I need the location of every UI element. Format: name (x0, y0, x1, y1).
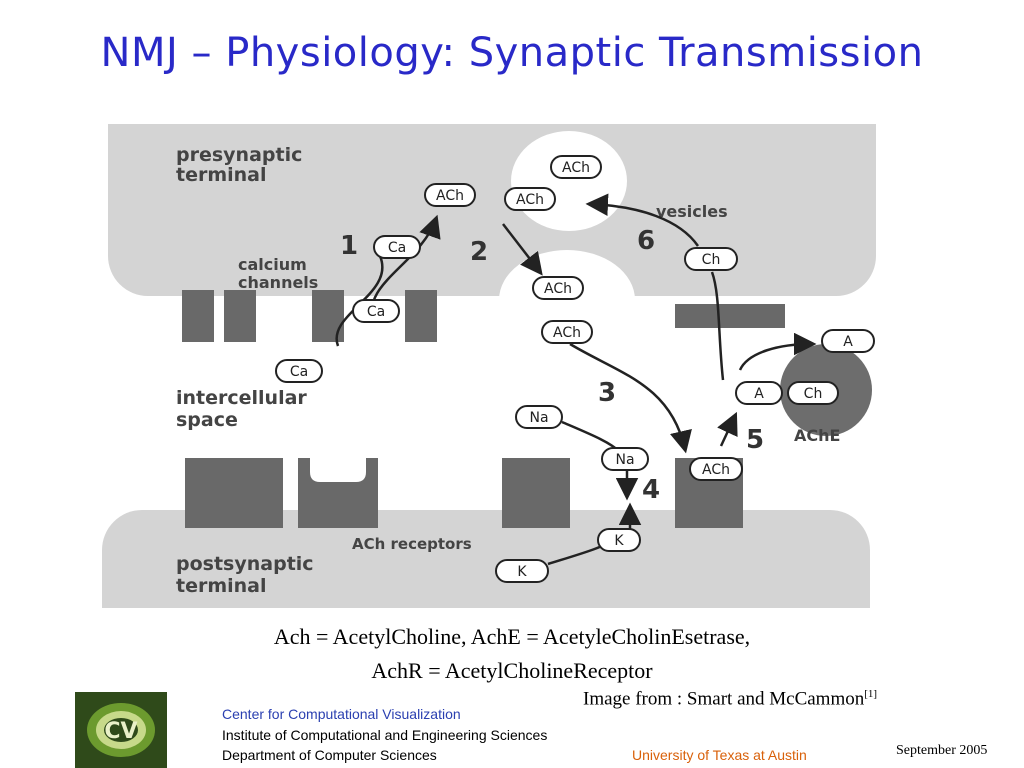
choline-uptake-arrow (585, 193, 700, 247)
caption-line-2: AchR = AcetylCholineReceptor (371, 658, 653, 683)
step-number: 2 (470, 237, 488, 267)
choline-transporter (675, 304, 785, 328)
potassium-ion: K (495, 559, 549, 583)
calcium-ion: Ca (352, 299, 400, 323)
step-number: 5 (746, 425, 764, 455)
step-number: 1 (340, 231, 358, 261)
svg-text:ACh: ACh (544, 281, 572, 297)
release-arrow (502, 223, 543, 276)
svg-text:Ca: Ca (290, 364, 308, 380)
svg-text:ACh: ACh (562, 160, 590, 176)
svg-text:Ca: Ca (367, 304, 385, 320)
intercellular-label: space (176, 409, 238, 431)
postsynaptic-label: terminal (176, 575, 267, 597)
calcium-channel (312, 290, 344, 342)
calcium-ion: Ca (373, 235, 421, 259)
footer-institute: Institute of Computational and Engineeri… (222, 727, 548, 743)
choline-return-arrow (710, 271, 725, 381)
potassium-ion: K (597, 528, 641, 552)
ach-bound-molecule: ACh (689, 457, 743, 481)
sodium-ion: Na (515, 405, 563, 429)
presynaptic-label: presynaptic (176, 144, 302, 166)
calcium-ion: Ca (275, 359, 323, 383)
svg-text:Na: Na (615, 452, 634, 468)
footer-university: University of Texas at Austin (632, 747, 807, 763)
svg-text:ACh: ACh (516, 192, 544, 208)
step-number: 6 (637, 226, 655, 256)
svg-text:Ca: Ca (388, 240, 406, 256)
diffusion-arrow (569, 342, 692, 454)
footer-center-link[interactable]: Center for Computational Visualization (222, 706, 461, 722)
calcium-channel (182, 290, 214, 342)
svg-text:Na: Na (529, 410, 548, 426)
ach-molecule: ACh (541, 320, 593, 344)
svg-text:K: K (517, 564, 527, 580)
ach-receptor (185, 458, 283, 528)
ach-molecule: ACh (424, 183, 476, 207)
ccv-logo-icon: CV (75, 692, 167, 768)
intercellular-label: intercellular (176, 387, 307, 409)
postsynaptic-membrane-bottom (102, 554, 870, 608)
acetate-release-arrow (738, 332, 817, 371)
svg-text:ACh: ACh (702, 462, 730, 478)
image-credit: Image from : Smart and McCammon[1] (583, 688, 877, 710)
ach-molecule: ACh (550, 155, 602, 179)
svg-text:Ch: Ch (804, 386, 823, 402)
svg-text:A: A (843, 334, 853, 350)
caption-line-1: Ach = AcetylCholine, AchE = AcetyleCholi… (273, 624, 751, 649)
vesicles-label: vesicles (656, 202, 728, 221)
image-credit-text: Image from : Smart and McCammon (583, 688, 865, 710)
svg-text:ACh: ACh (436, 188, 464, 204)
reference-link[interactable]: [1] (864, 688, 878, 700)
ach-molecule: ACh (504, 187, 556, 211)
calcium-channel (224, 290, 256, 342)
svg-text:K: K (614, 533, 624, 549)
ach-receptor (502, 458, 570, 528)
choline-molecule: Ch (787, 381, 839, 405)
presynaptic-membrane-top (108, 124, 876, 184)
ache-label: AChE (794, 426, 840, 445)
svg-text:CV: CV (104, 719, 137, 744)
step-number: 4 (642, 475, 660, 505)
hydrolysis-arrow (717, 411, 738, 447)
slide-date: September 2005 (896, 743, 988, 758)
footer-department: Department of Computer Sciences (222, 747, 437, 763)
calcium-channels-label: calcium (238, 255, 307, 274)
postsynaptic-label: postsynaptic (176, 553, 314, 575)
calcium-channel (405, 290, 437, 342)
ach-molecule: ACh (532, 276, 584, 300)
step-number: 3 (598, 378, 616, 408)
svg-text:ACh: ACh (553, 325, 581, 341)
presynaptic-label: terminal (176, 164, 267, 186)
sodium-ion: Na (601, 447, 649, 471)
synaptic-transmission-diagram: presynaptic terminal calcium channels in… (102, 124, 876, 608)
svg-text:A: A (754, 386, 764, 402)
ach-receptors-label: ACh receptors (352, 535, 472, 553)
svg-text:Ch: Ch (702, 252, 721, 268)
acetate-molecule: A (821, 329, 875, 353)
vesicle-cluster (511, 131, 627, 231)
acetate-molecule: A (735, 381, 783, 405)
choline-molecule: Ch (684, 247, 738, 271)
calcium-channels-label: channels (238, 273, 318, 292)
ach-receptor-open (298, 458, 378, 528)
slide-title: NMJ – Physiology: Synaptic Transmission (100, 30, 924, 76)
